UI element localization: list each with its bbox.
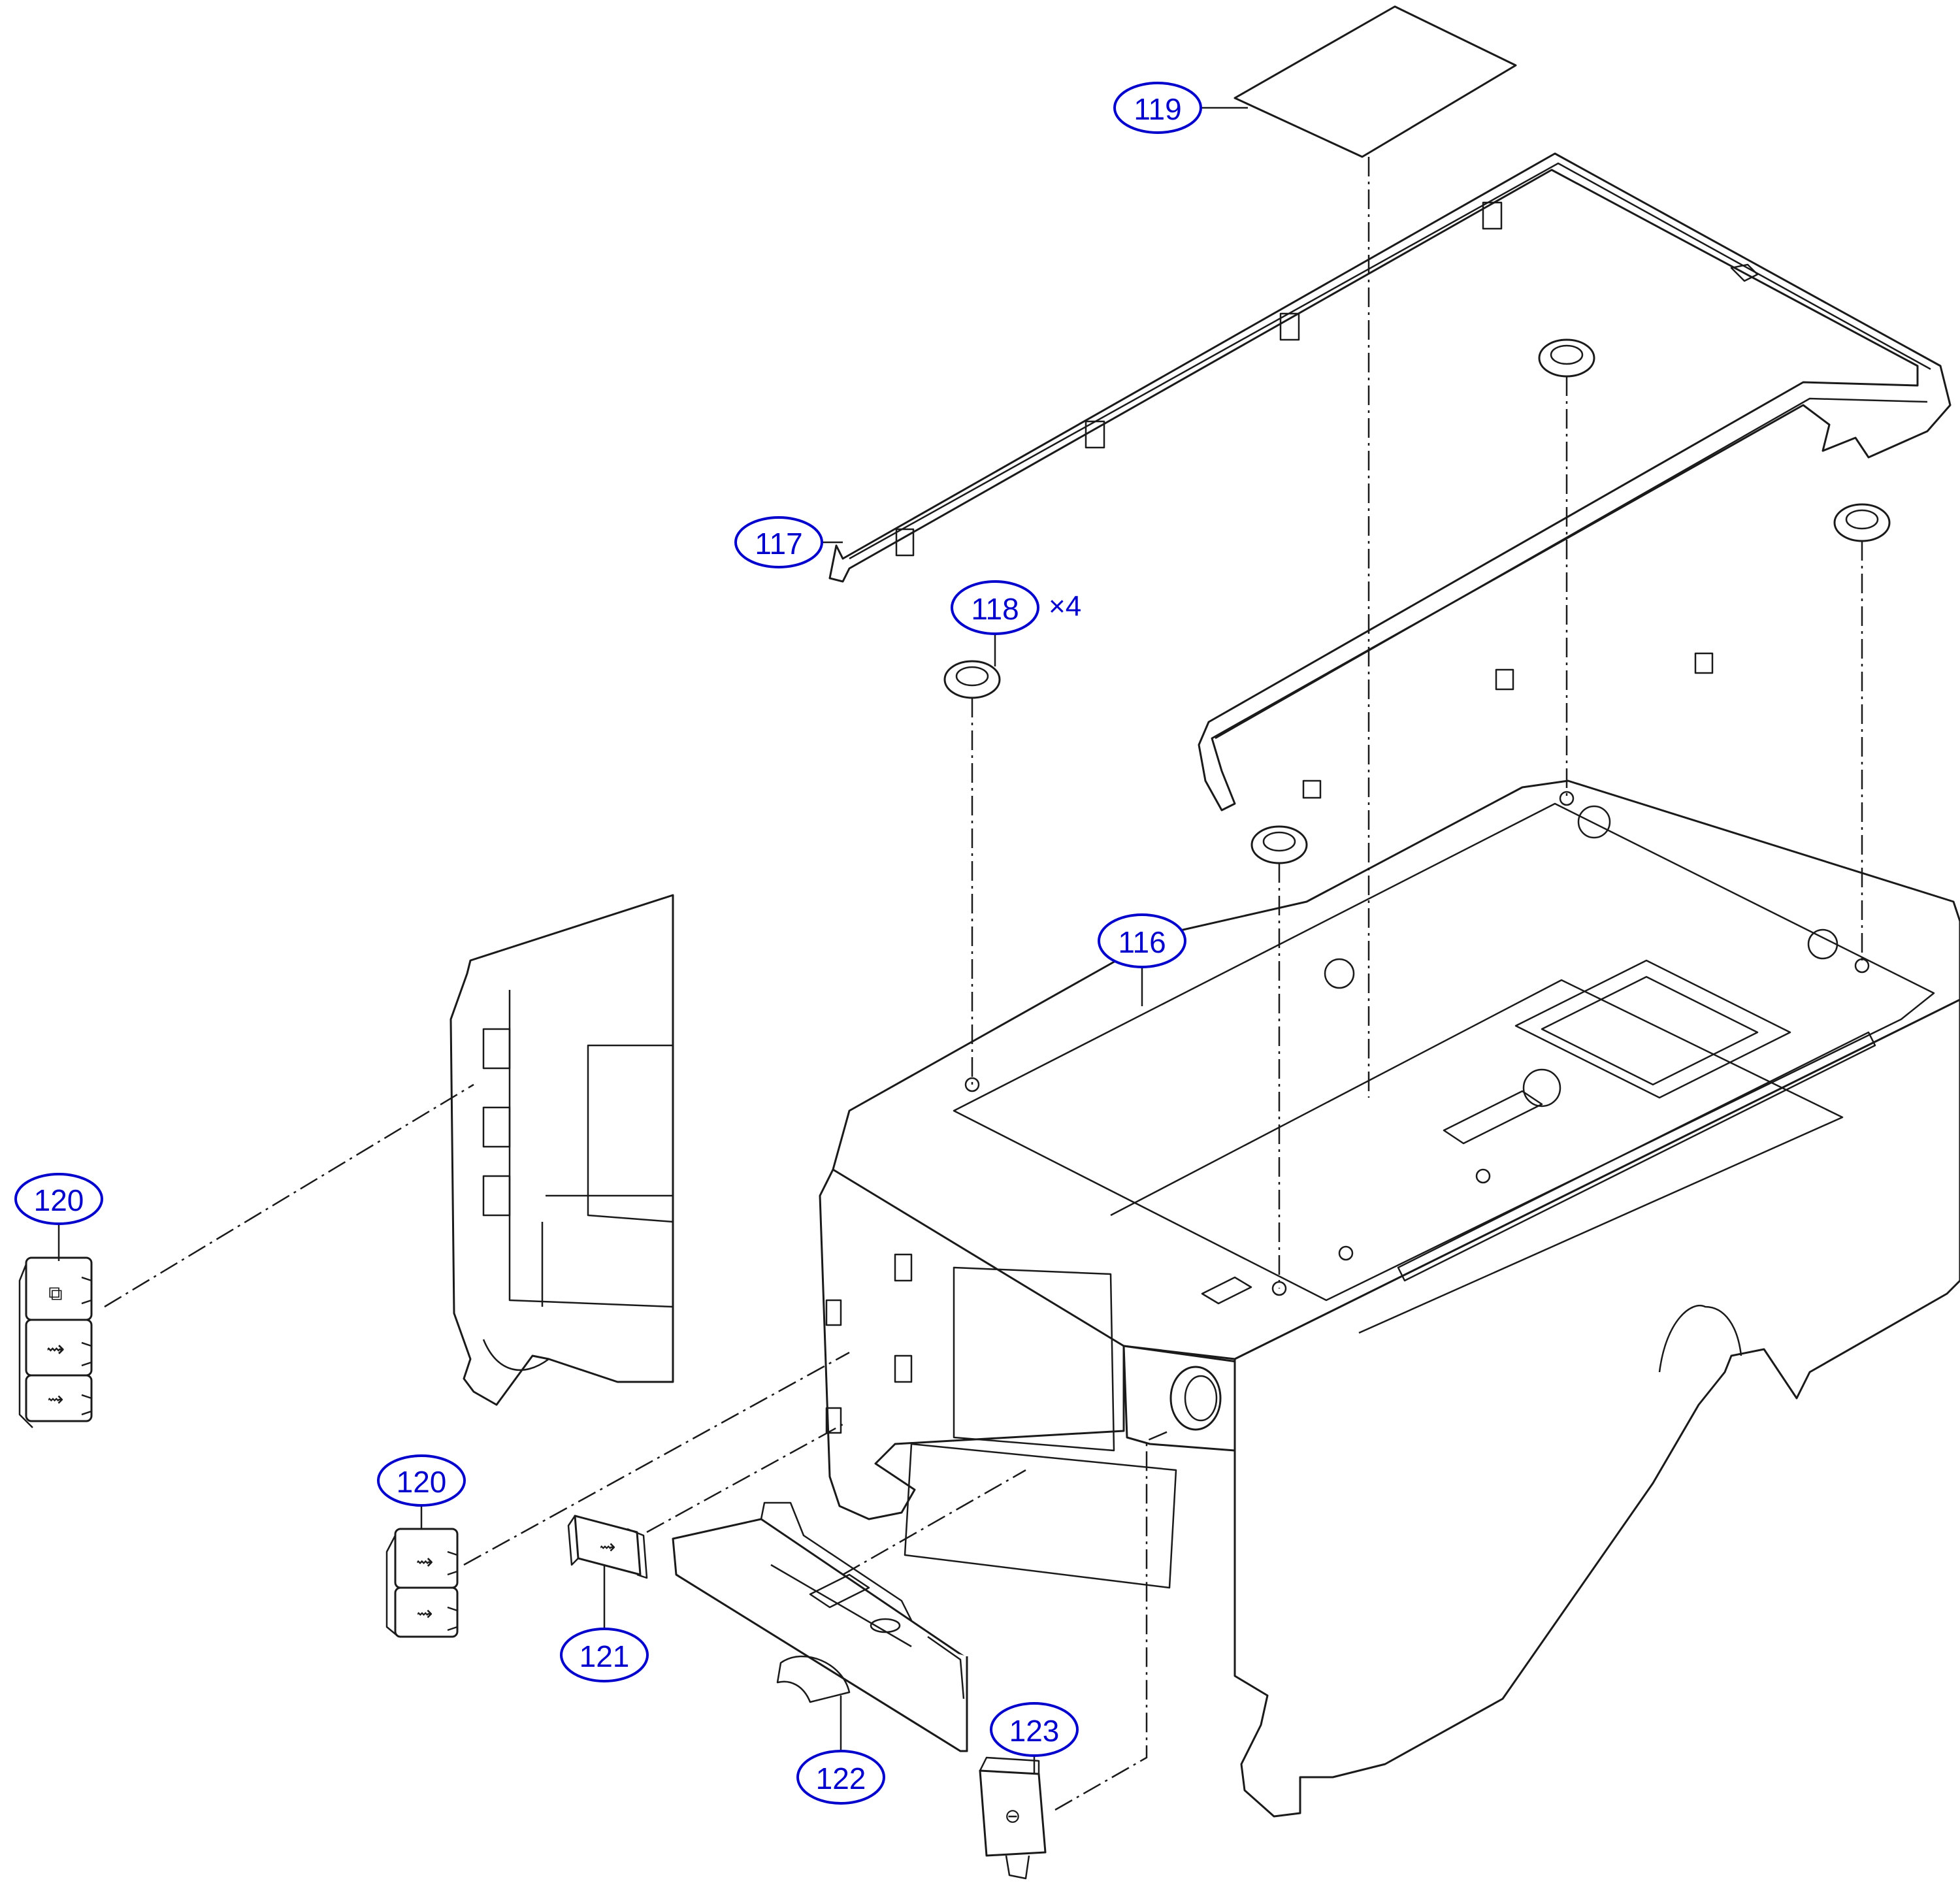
usb-port-icon-2: ⇝ (47, 1389, 63, 1411)
callout-ring (734, 516, 823, 568)
callout-number: 118 (971, 592, 1019, 626)
callout-ring (1098, 913, 1186, 968)
part-123-side-cover: ⊖ (979, 1756, 1047, 1880)
callout-ring (14, 1173, 103, 1225)
callout-ring (1113, 82, 1202, 134)
callout-122: 122 (796, 1750, 885, 1805)
detail-view-inset (449, 894, 674, 1406)
callout-120-middle: 120 (377, 1454, 466, 1507)
callout-quantity: ×4 (1049, 591, 1081, 623)
callout-117: 117 (734, 516, 823, 568)
part-117-top-cover-frame (828, 152, 1952, 811)
callout-121: 121 (560, 1628, 649, 1682)
usb-port-icon-3: ⇝ (416, 1550, 434, 1573)
callout-ring (951, 580, 1039, 635)
part-120-port-cover-triple: ⧉ ⇝ ⇝ (18, 1256, 93, 1428)
callout-123: 123 (990, 1702, 1079, 1757)
callout-leader-lines (57, 107, 1248, 1774)
callout-number: 120 (34, 1183, 84, 1217)
usb-port-icon-5: ⇝ (599, 1537, 615, 1558)
callout-118: 118 ×4 (951, 580, 1081, 635)
part-118-screw-b (1538, 338, 1595, 378)
part-118-screw-c (1833, 503, 1891, 542)
part-121-usb-cover: ⇝ (567, 1515, 648, 1579)
part-118-screw-d (1250, 825, 1308, 864)
callout-ring (377, 1454, 466, 1507)
callout-number: 116 (1118, 925, 1166, 959)
callout-119: 119 (1113, 82, 1202, 134)
callout-number: 122 (816, 1762, 866, 1795)
part-122-access-door (672, 1501, 968, 1752)
power-port-icon: ⊖ (1004, 1806, 1021, 1828)
callout-120-left: 120 (14, 1173, 103, 1225)
callout-ring (796, 1750, 885, 1805)
assembly-chain-lines (104, 157, 1863, 1811)
callout-ring (990, 1702, 1079, 1757)
callout-116: 116 (1098, 913, 1186, 968)
part-116-main-housing (819, 779, 1960, 1818)
callout-number: 119 (1134, 92, 1181, 126)
network-port-icon: ⧉ (48, 1283, 62, 1305)
part-120-port-cover-double: ⇝ ⇝ (385, 1528, 459, 1638)
callout-number: 117 (755, 527, 802, 561)
callout-number: 121 (580, 1639, 630, 1673)
part-118-screw-a (943, 660, 1001, 699)
usb-port-icon: ⇝ (46, 1337, 65, 1362)
callout-number: 120 (397, 1465, 447, 1499)
callout-number: 123 (1009, 1714, 1060, 1748)
part-119-label-sheet (1233, 5, 1517, 158)
usb-port-icon-4: ⇝ (416, 1603, 433, 1625)
callout-ring (560, 1628, 649, 1682)
